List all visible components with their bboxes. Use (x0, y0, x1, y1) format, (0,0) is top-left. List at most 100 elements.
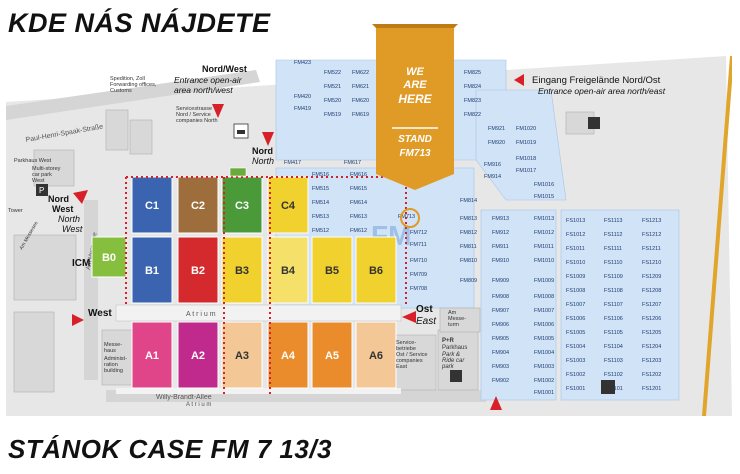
stand-label[interactable]: FM512 (312, 228, 329, 234)
stand-label[interactable]: FM810 (460, 258, 477, 264)
stand-label[interactable]: FS1203 (642, 358, 661, 364)
stand-label[interactable]: FM423 (294, 60, 311, 66)
stand-label[interactable]: FM613 (350, 214, 367, 220)
stand-label[interactable]: FM519 (324, 112, 341, 118)
entrance-north-arrow[interactable] (262, 132, 274, 146)
stand-label[interactable]: FM619 (352, 112, 369, 118)
stand-label[interactable]: FM812 (460, 230, 477, 236)
hall-c4[interactable] (267, 176, 309, 234)
stand-label[interactable]: FM910 (492, 258, 509, 264)
stand-label[interactable]: FM617 (344, 160, 361, 166)
stand-label[interactable]: FM906 (492, 322, 509, 328)
stand-label[interactable]: FS1109 (604, 274, 623, 280)
stand-label[interactable]: FM1010 (534, 258, 554, 264)
stand-label[interactable]: FM515 (312, 186, 329, 192)
stand-label[interactable]: FM419 (294, 106, 311, 112)
stand-label[interactable]: FM905 (492, 336, 509, 342)
stand-label[interactable]: FM809 (460, 278, 477, 284)
stand-label[interactable]: FM811 (460, 244, 477, 250)
hall-b2[interactable] (177, 236, 219, 304)
entrance-east-arrow[interactable] (402, 311, 416, 323)
stand-label[interactable]: FM711 (410, 242, 427, 248)
stand-highlight[interactable] (400, 208, 420, 228)
stand-label[interactable]: FM903 (492, 364, 509, 370)
stand-label[interactable]: FM1016 (534, 182, 554, 188)
stand-label[interactable]: FM1008 (534, 294, 554, 300)
stand-label[interactable]: FM520 (324, 98, 341, 104)
stand-label[interactable]: FS1210 (642, 260, 661, 266)
hall-b3[interactable] (221, 236, 263, 304)
stand-label[interactable]: FM1012 (534, 230, 554, 236)
stand-label[interactable]: FM1003 (534, 364, 554, 370)
stand-label[interactable]: FM614 (350, 200, 367, 206)
stand-label[interactable]: FM521 (324, 84, 341, 90)
stand-label[interactable]: FS1006 (566, 316, 585, 322)
stand-label[interactable]: FM712 (410, 230, 427, 236)
entrance-nordwest-arrow[interactable] (212, 104, 224, 118)
stand-label[interactable]: FS1201 (642, 386, 661, 392)
stand-label[interactable]: FS1213 (642, 218, 661, 224)
stand-label[interactable]: FM907 (492, 308, 509, 314)
hall-b4[interactable] (267, 236, 309, 304)
stand-label[interactable]: FM513 (312, 214, 329, 220)
stand-label[interactable]: FS1107 (604, 302, 623, 308)
stand-label[interactable]: FM708 (410, 286, 427, 292)
stand-label[interactable]: FM813 (460, 216, 477, 222)
stand-label[interactable]: FM621 (352, 84, 369, 90)
stand-label[interactable]: FS1003 (566, 358, 585, 364)
entrance-south-arrow[interactable] (490, 396, 502, 410)
stand-label[interactable]: FS1209 (642, 274, 661, 280)
stand-label[interactable]: FS1013 (566, 218, 585, 224)
hall-c1[interactable] (131, 176, 173, 234)
stand-label[interactable]: FM824 (464, 84, 481, 90)
stand-label[interactable]: FS1005 (566, 330, 585, 336)
hall-b5[interactable] (311, 236, 353, 304)
stand-label[interactable]: FM616 (350, 172, 367, 178)
stand-label[interactable]: FM911 (492, 244, 509, 250)
stand-label[interactable]: FS1202 (642, 372, 661, 378)
stand-label[interactable]: FM912 (492, 230, 509, 236)
stand-label[interactable]: FM1017 (516, 168, 536, 174)
stand-label[interactable]: FS1010 (566, 260, 585, 266)
stand-label[interactable]: FS1007 (566, 302, 585, 308)
entrance-nordost-arrow[interactable] (514, 74, 524, 86)
stand-label[interactable]: FS1208 (642, 288, 661, 294)
stand-label[interactable]: FS1211 (642, 246, 661, 252)
hall-c3[interactable] (221, 176, 263, 234)
stand-label[interactable]: FS1009 (566, 274, 585, 280)
stand-label[interactable]: FM615 (350, 186, 367, 192)
hall-c2[interactable] (177, 176, 219, 234)
stand-label[interactable]: FM620 (352, 98, 369, 104)
stand-label[interactable]: FS1205 (642, 330, 661, 336)
stand-label[interactable]: FM1007 (534, 308, 554, 314)
hall-a5[interactable] (311, 321, 353, 389)
stand-label[interactable]: FM420 (294, 94, 311, 100)
stand-label[interactable]: FS1105 (604, 330, 623, 336)
stand-label[interactable]: FS1204 (642, 344, 661, 350)
hall-a2[interactable] (177, 321, 219, 389)
hall-a1[interactable] (131, 321, 173, 389)
stand-label[interactable]: FS1206 (642, 316, 661, 322)
fairground-map[interactable]: Paul-Henri-Spaak-Straße Willy-Brandt-All… (6, 50, 732, 416)
stand-label[interactable]: FM1005 (534, 336, 554, 342)
stand-label[interactable]: FM1019 (516, 140, 536, 146)
entrance-west-arrow[interactable] (72, 314, 84, 326)
stand-label[interactable]: FS1004 (566, 344, 585, 350)
stand-label[interactable]: FM1013 (534, 216, 554, 222)
stand-label[interactable]: FM825 (464, 70, 481, 76)
entrance-nord-west-arrow[interactable] (73, 190, 88, 204)
stand-label[interactable]: FM1001 (534, 390, 554, 396)
stand-label[interactable]: FM920 (488, 140, 505, 146)
stand-label[interactable]: FM822 (464, 112, 481, 118)
stand-label[interactable]: FM612 (350, 228, 367, 234)
stand-label[interactable]: FM1020 (516, 126, 536, 132)
stand-label[interactable]: FM1015 (534, 194, 554, 200)
stand-label[interactable]: FM914 (484, 174, 501, 180)
stand-label[interactable]: FM417 (284, 160, 301, 166)
stand-label[interactable]: FS1001 (566, 386, 585, 392)
stand-label[interactable]: FM1002 (534, 378, 554, 384)
stand-label[interactable]: FM1018 (516, 156, 536, 162)
stand-label[interactable]: FS1011 (566, 246, 585, 252)
stand-label[interactable]: FM904 (492, 350, 509, 356)
stand-label[interactable]: FM921 (488, 126, 505, 132)
